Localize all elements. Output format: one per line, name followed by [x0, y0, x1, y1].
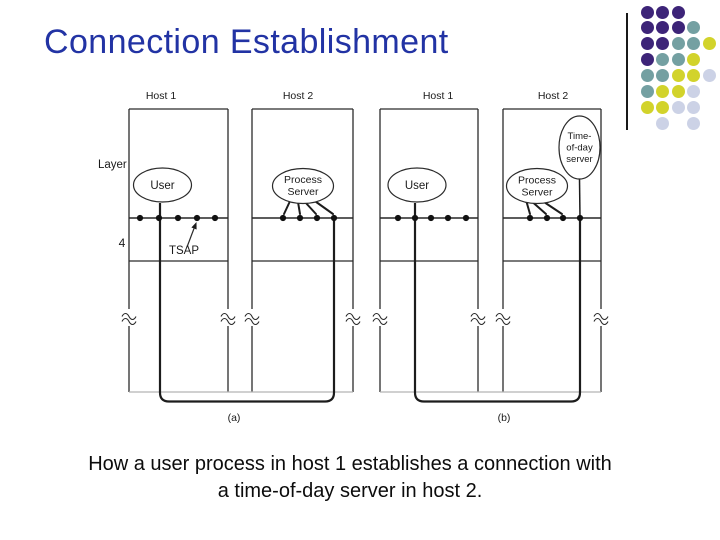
layer-break-marks	[121, 309, 609, 326]
tod-label-line3: server	[566, 154, 592, 165]
layer-number-label: 4	[119, 236, 126, 250]
panel-a-sublabel: (a)	[228, 412, 241, 424]
tod-label-line2: of-day	[566, 143, 593, 154]
panel-b-host1-box	[379, 108, 479, 392]
decoration-vertical-rule	[626, 13, 628, 130]
tsap-label: TSAP	[169, 245, 199, 257]
panel-b-connection-line	[413, 203, 582, 403]
panel-b-time-of-day-ellipse	[558, 115, 601, 180]
panel-b-sublabel: (b)	[498, 412, 511, 424]
panel-b-host2-label: Host 2	[538, 90, 569, 102]
caption-line2: a time-of-day server in host 2.	[217, 480, 483, 502]
panel-a-tsap-dots	[136, 214, 338, 222]
caption: How a user process in host 1 establishes…	[0, 451, 700, 505]
panel-b-process-server-ellipse	[505, 167, 569, 205]
panel-b-tod-stem	[578, 178, 581, 219]
layer-label: Layer	[98, 159, 127, 171]
panel-a-process-label: Process	[284, 174, 322, 186]
slide-title: Connection Establishment	[44, 23, 449, 61]
panel-b-server-label: Server	[522, 187, 553, 199]
tsap-arrow-icon	[186, 222, 197, 248]
panel-a-process-server-ellipse	[271, 167, 335, 205]
panel-b-tsap-dots	[394, 214, 584, 222]
panel-a-user-ellipse	[132, 167, 193, 203]
panel-b-user-ellipse	[387, 167, 447, 203]
panel-a-user-label: User	[150, 180, 174, 192]
caption-line1: How a user process in host 1 establishes…	[88, 453, 612, 475]
tod-label-line1: Time-	[568, 131, 592, 142]
panel-b-host2-box	[502, 108, 602, 392]
panel-a-host2-box	[251, 108, 354, 392]
panel-a-host1-box	[128, 108, 229, 392]
panel-a-host1-label: Host 1	[146, 90, 177, 102]
panel-b-host1-label: Host 1	[423, 90, 454, 102]
panel-a-server-label: Server	[288, 186, 319, 198]
panel-b-process-label: Process	[518, 175, 556, 187]
panel-a-connection-line	[158, 203, 336, 403]
panel-b-user-label: User	[405, 180, 429, 192]
panel-a-host2-label: Host 2	[283, 90, 314, 102]
